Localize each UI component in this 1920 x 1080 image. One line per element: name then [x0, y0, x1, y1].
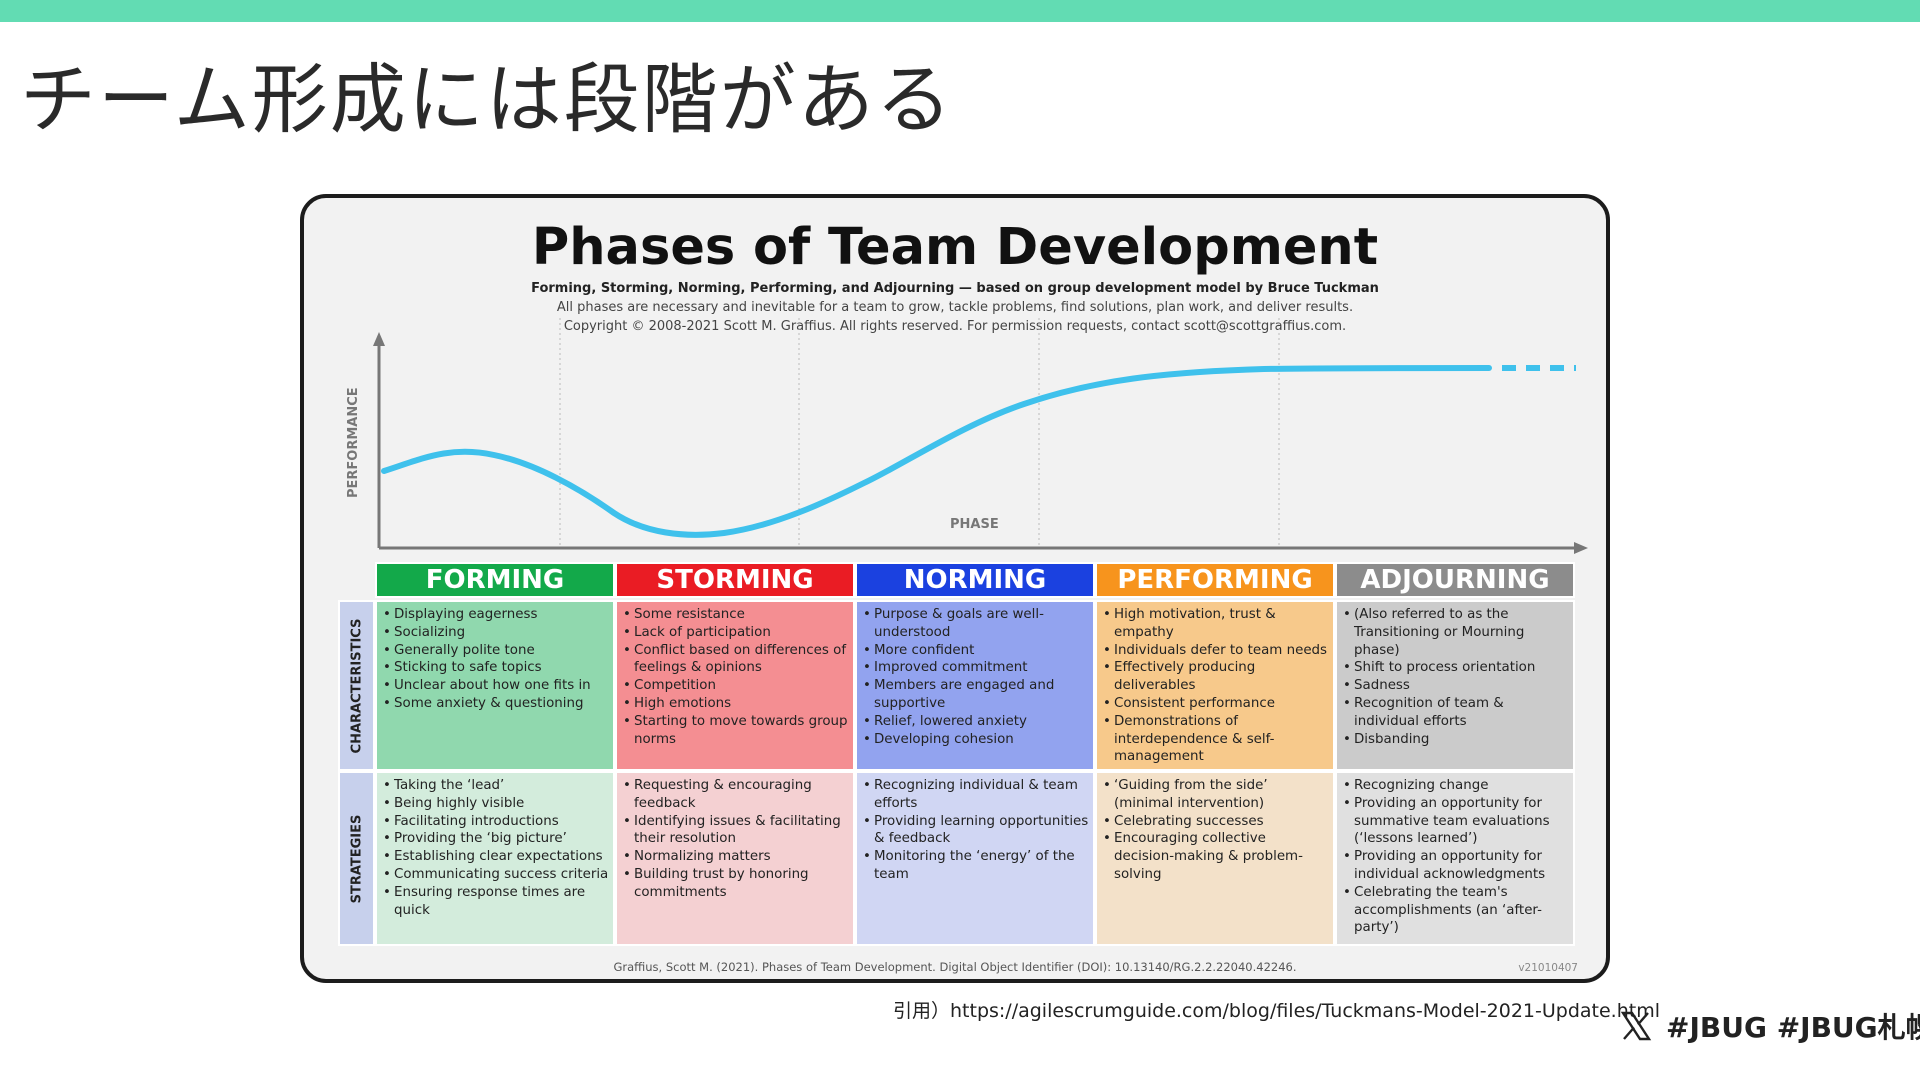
- characteristics-list: (Also referred to as the Transitioning o…: [1343, 606, 1569, 748]
- strategies-item: Normalizing matters: [623, 848, 849, 866]
- strategies-item: Communicating success criteria: [383, 866, 609, 884]
- strategies-item: Recognizing individual & team efforts: [863, 777, 1089, 813]
- characteristics-item: Members are engaged and supportive: [863, 677, 1089, 713]
- strategies-item: Providing learning opportunities & feedb…: [863, 813, 1089, 849]
- characteristics-list: Purpose & goals are well-understoodMore …: [863, 606, 1089, 748]
- characteristics-item: Sadness: [1343, 677, 1569, 695]
- strategies-list: Recognizing changeProviding an opportuni…: [1343, 777, 1569, 937]
- strategies-item: Providing an opportunity for summative t…: [1343, 795, 1569, 848]
- strategies-item: Establishing clear expectations: [383, 848, 609, 866]
- characteristics-item: Individuals defer to team needs: [1103, 642, 1329, 660]
- x-axis-label: PHASE: [950, 517, 999, 532]
- characteristics-cell-0: Displaying eagernessSocializingGenerally…: [375, 600, 615, 771]
- diagram-description: All phases are necessary and inevitable …: [556, 300, 1354, 315]
- strategies-item: Facilitating introductions: [383, 813, 609, 831]
- characteristics-cell-4: (Also referred to as the Transitioning o…: [1335, 600, 1575, 771]
- characteristics-item: Lack of participation: [623, 624, 849, 642]
- characteristics-item: Sticking to safe topics: [383, 659, 609, 677]
- phase-header-1: STORMING: [615, 562, 855, 598]
- strategies-list: ‘Guiding from the side’ (minimal interve…: [1103, 777, 1329, 884]
- characteristics-item: Consistent performance: [1103, 695, 1329, 713]
- y-axis-label: PERFORMANCE: [346, 387, 361, 498]
- strategies-cell-3: ‘Guiding from the side’ (minimal interve…: [1095, 771, 1335, 946]
- strategies-list: Requesting & encouraging feedbackIdentif…: [623, 777, 849, 902]
- characteristics-item: Shift to process orientation: [1343, 659, 1569, 677]
- strategies-item: Celebrating successes: [1103, 813, 1329, 831]
- strategies-item: Ensuring response times are quick: [383, 884, 609, 920]
- strategies-list: Taking the ‘lead’Being highly visibleFac…: [383, 777, 609, 919]
- characteristics-item: (Also referred to as the Transitioning o…: [1343, 606, 1569, 659]
- strategies-item: Identifying issues & facilitating their …: [623, 813, 849, 849]
- characteristics-cell-2: Purpose & goals are well-understoodMore …: [855, 600, 1095, 771]
- characteristics-item: More confident: [863, 642, 1089, 660]
- characteristics-cell-1: Some resistanceLack of participationConf…: [615, 600, 855, 771]
- diagram-citation: Graffius, Scott M. (2021). Phases of Tea…: [613, 960, 1297, 974]
- x-axis-arrow: [1574, 542, 1588, 554]
- diagram-card: Phases of Team Development Forming, Stor…: [300, 194, 1610, 983]
- strategies-item: Building trust by honoring commitments: [623, 866, 849, 902]
- characteristics-item: Improved commitment: [863, 659, 1089, 677]
- characteristics-item: Recognition of team & individual efforts: [1343, 695, 1569, 731]
- phase-header-0: FORMING: [375, 562, 615, 598]
- hashtag-footer: #JBUG #JBUG札幌: [1620, 1006, 1920, 1046]
- diagram-title: Phases of Team Development: [531, 218, 1379, 277]
- characteristics-item: Displaying eagerness: [383, 606, 609, 624]
- characteristics-item: Starting to move towards group norms: [623, 713, 849, 749]
- characteristics-item: Relief, lowered anxiety: [863, 713, 1089, 731]
- y-axis-arrow: [373, 332, 385, 346]
- diagram-subtitle: Forming, Storming, Norming, Performing, …: [531, 281, 1379, 296]
- performance-chart: [373, 318, 1588, 554]
- characteristics-item: Purpose & goals are well-understood: [863, 606, 1089, 642]
- row-label-characteristics: CHARACTERISTICS: [338, 600, 375, 771]
- characteristics-item: Developing cohesion: [863, 731, 1089, 749]
- strategies-item: ‘Guiding from the side’ (minimal interve…: [1103, 777, 1329, 813]
- characteristics-item: Unclear about how one fits in: [383, 677, 609, 695]
- x-logo-icon: [1620, 1011, 1652, 1041]
- characteristics-item: High motivation, trust & empathy: [1103, 606, 1329, 642]
- characteristics-item: Generally polite tone: [383, 642, 609, 660]
- hashtags-text: #JBUG #JBUG札幌: [1666, 1011, 1920, 1044]
- characteristics-item: Disbanding: [1343, 731, 1569, 749]
- strategies-item: Taking the ‘lead’: [383, 777, 609, 795]
- strategies-item: Celebrating the team's accomplishments (…: [1343, 884, 1569, 937]
- strategies-item: Encouraging collective decision-making &…: [1103, 830, 1329, 883]
- characteristics-list: High motivation, trust & empathyIndividu…: [1103, 606, 1329, 766]
- characteristics-item: Effectively producing deliverables: [1103, 659, 1329, 695]
- strategies-item: Being highly visible: [383, 795, 609, 813]
- phase-header-3: PERFORMING: [1095, 562, 1335, 598]
- characteristics-item: Some resistance: [623, 606, 849, 624]
- strategies-cell-2: Recognizing individual & team effortsPro…: [855, 771, 1095, 946]
- characteristics-list: Some resistanceLack of participationConf…: [623, 606, 849, 748]
- characteristics-item: Socializing: [383, 624, 609, 642]
- top-accent-bar: [0, 0, 1920, 22]
- characteristics-cell-3: High motivation, trust & empathyIndividu…: [1095, 600, 1335, 771]
- strategies-item: Monitoring the ‘energy’ of the team: [863, 848, 1089, 884]
- strategies-cell-4: Recognizing changeProviding an opportuni…: [1335, 771, 1575, 946]
- strategies-item: Providing the ‘big picture’: [383, 830, 609, 848]
- source-citation: 引用）https://agilescrumguide.com/blog/file…: [893, 1000, 1660, 1022]
- strategies-item: Requesting & encouraging feedback: [623, 777, 849, 813]
- strategies-list: Recognizing individual & team effortsPro…: [863, 777, 1089, 884]
- phase-dividers: [559, 318, 1280, 548]
- diagram-copyright: Copyright © 2008-2021 Scott M. Graffius.…: [563, 319, 1347, 334]
- characteristics-item: Competition: [623, 677, 849, 695]
- characteristics-item: Some anxiety & questioning: [383, 695, 609, 713]
- strategies-item: Providing an opportunity for individual …: [1343, 848, 1569, 884]
- strategies-cell-1: Requesting & encouraging feedbackIdentif…: [615, 771, 855, 946]
- performance-curve: [381, 365, 1492, 538]
- row-label-strategies: STRATEGIES: [338, 771, 375, 946]
- slide-title: チーム形成には段階がある: [20, 55, 954, 144]
- characteristics-item: Conflict based on differences of feeling…: [623, 642, 849, 678]
- characteristics-item: High emotions: [623, 695, 849, 713]
- diagram-version: v21010407: [1518, 962, 1578, 974]
- phase-header-4: ADJOURNING: [1335, 562, 1575, 598]
- characteristics-list: Displaying eagernessSocializingGenerally…: [383, 606, 609, 713]
- characteristics-item: Demonstrations of interdependence & self…: [1103, 713, 1329, 766]
- strategies-item: Recognizing change: [1343, 777, 1569, 795]
- phase-header-2: NORMING: [855, 562, 1095, 598]
- strategies-cell-0: Taking the ‘lead’Being highly visibleFac…: [375, 771, 615, 946]
